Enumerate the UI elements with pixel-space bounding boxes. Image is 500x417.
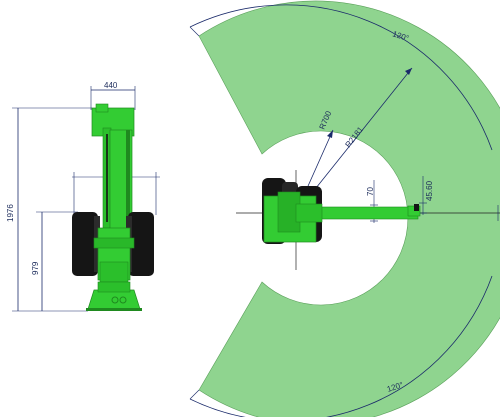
robot-top-view <box>262 178 421 244</box>
wrist-offset-label: 45.60 <box>425 180 434 201</box>
robot-side-view <box>72 103 154 311</box>
total-height-label: 1976 <box>6 204 15 222</box>
base-bolt-left <box>111 296 119 304</box>
side-view: 440 1976 979 <box>6 81 160 312</box>
workspace-area <box>198 0 500 417</box>
top-view: 120° 120° R700 R2181 70 45.60 <box>189 0 500 417</box>
end-effector-top <box>414 204 419 211</box>
left-tyre <box>72 212 98 276</box>
robot-base <box>87 289 141 310</box>
base-height-label: 979 <box>31 261 40 275</box>
angle-arc-lower <box>189 275 493 417</box>
width-dimension-label: 440 <box>104 81 118 90</box>
arm-width-label: 70 <box>366 187 375 196</box>
angle-arc-upper <box>189 4 493 151</box>
base-bolt-right <box>119 296 127 304</box>
right-tyre <box>128 212 154 276</box>
